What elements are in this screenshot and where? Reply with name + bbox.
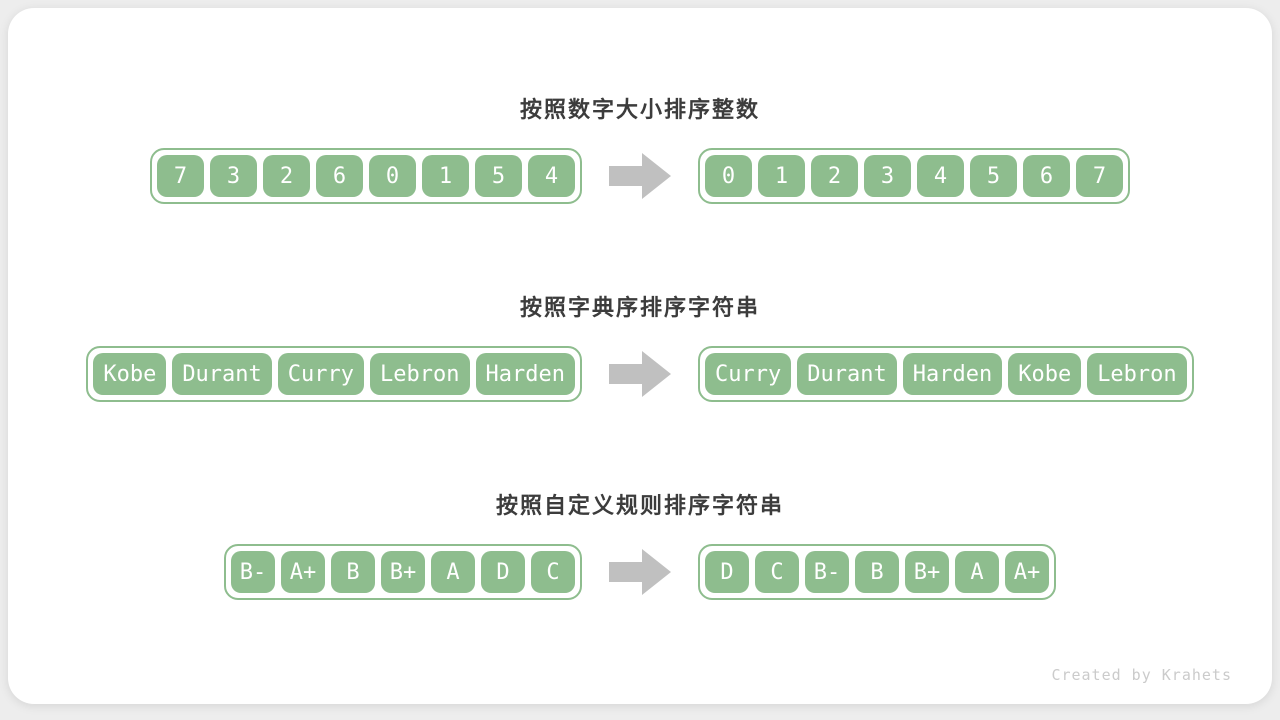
array-cell: 0	[369, 155, 416, 197]
array-cell: 7	[1076, 155, 1123, 197]
array-cell: 4	[528, 155, 575, 197]
array-cell: A	[955, 551, 999, 593]
array-cell: B+	[905, 551, 949, 593]
array-cell: 5	[475, 155, 522, 197]
array-cell: C	[755, 551, 799, 593]
array-cell: 1	[422, 155, 469, 197]
array-cell: 3	[210, 155, 257, 197]
array-cell: 0	[705, 155, 752, 197]
array-cell: B-	[805, 551, 849, 593]
array-cell: 1	[758, 155, 805, 197]
array-cell: B+	[381, 551, 425, 593]
array-cell: Lebron	[1087, 353, 1187, 395]
section-title: 按照字典序排序字符串	[519, 295, 760, 320]
array-cell: A+	[1005, 551, 1049, 593]
array-cell: 6	[316, 155, 363, 197]
array-cell: Kobe	[93, 353, 167, 395]
array-cell: 2	[263, 155, 310, 197]
array-cell: Curry	[277, 353, 365, 395]
array-cell: Harden	[902, 353, 1003, 395]
watermark-credit: Created by Krahets	[1051, 666, 1232, 684]
array-cell: 3	[864, 155, 911, 197]
array-cell: 7	[157, 155, 204, 197]
array-cell: Durant	[172, 353, 272, 395]
array-cell: Harden	[475, 353, 575, 395]
array-cell: Curry	[705, 353, 792, 395]
right-arrow-icon	[609, 549, 671, 595]
array-cell: 2	[811, 155, 858, 197]
right-arrow-icon	[609, 153, 671, 199]
array-cell: Durant	[797, 353, 897, 395]
array-cell: 6	[1023, 155, 1070, 197]
array-cell: 5	[970, 155, 1017, 197]
array-cell: Lebron	[370, 353, 470, 395]
array-cell: Kobe	[1008, 353, 1082, 395]
array-cell: A	[431, 551, 475, 593]
array-cell: B-	[231, 551, 275, 593]
array-cell: A+	[281, 551, 325, 593]
array-cell: 4	[917, 155, 964, 197]
section-title: 按照数字大小排序整数	[519, 97, 760, 122]
right-arrow-icon	[609, 351, 671, 397]
array-cell: B	[855, 551, 899, 593]
array-cell: D	[705, 551, 749, 593]
array-cell: C	[531, 551, 575, 593]
array-cell: B	[331, 551, 375, 593]
array-cell: D	[481, 551, 525, 593]
section-title: 按照自定义规则排序字符串	[495, 493, 784, 518]
